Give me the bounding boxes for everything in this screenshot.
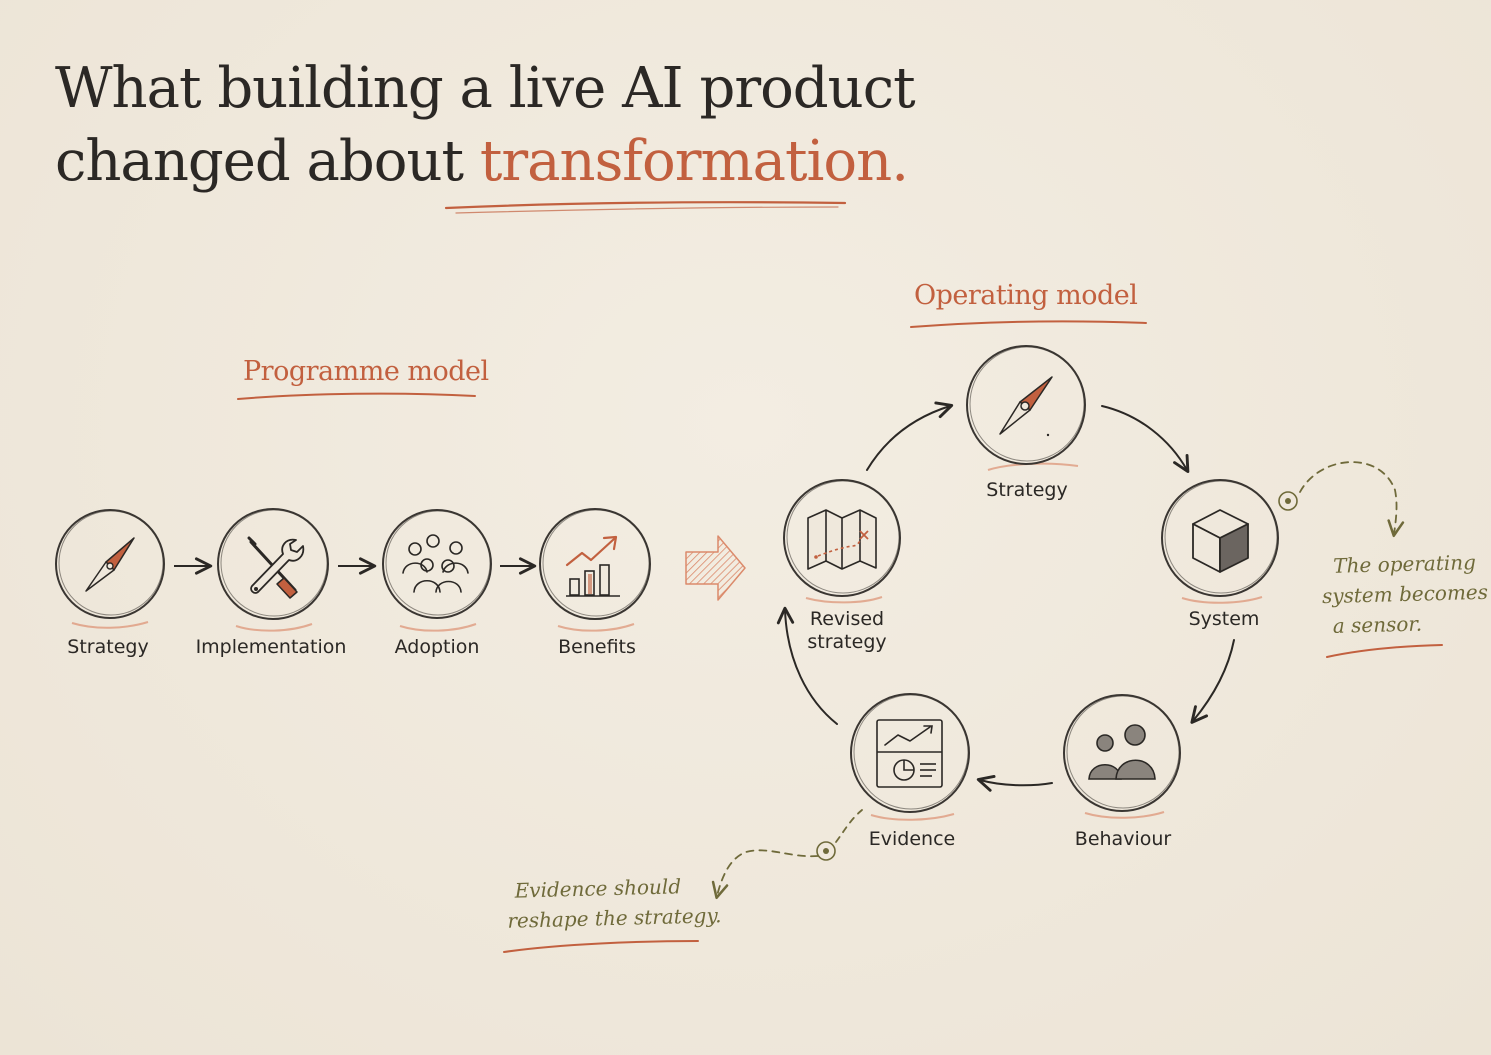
programme-implementation-node bbox=[217, 508, 329, 632]
title-underline bbox=[444, 201, 847, 210]
arrow-revised-to-strategy bbox=[866, 401, 954, 471]
operating-revised-strategy-node bbox=[783, 479, 901, 604]
programme-model-flow bbox=[55, 508, 651, 632]
cube-icon bbox=[1192, 509, 1249, 573]
arrow-behaviour-to-evidence bbox=[976, 775, 1053, 792]
operating-system-label: System bbox=[1188, 608, 1260, 630]
arrow-evidence-to-revised bbox=[776, 606, 838, 725]
compass-icon bbox=[999, 376, 1053, 437]
dashboard-icon bbox=[876, 719, 943, 788]
operating-behaviour-node bbox=[1063, 694, 1181, 819]
operating-model-cycle bbox=[776, 345, 1279, 821]
people-icon bbox=[1088, 724, 1156, 780]
programme-model-underline bbox=[237, 392, 476, 400]
programme-implementation-label: Implementation bbox=[195, 636, 347, 658]
evidence-note-line-1: Evidence should bbox=[514, 874, 682, 903]
evidence-note-connector bbox=[711, 809, 863, 900]
evidence-note-line-2: reshape the strategy. bbox=[507, 903, 722, 933]
page-title: What building a live AI product changed … bbox=[55, 52, 916, 198]
programme-strategy-node bbox=[55, 509, 165, 629]
operating-strategy-node bbox=[966, 345, 1086, 471]
system-note-connector bbox=[1278, 461, 1405, 538]
arrow-strategy-to-system bbox=[1101, 405, 1190, 474]
arrow-system-to-behaviour bbox=[1190, 639, 1235, 724]
system-note-line-3: a sensor. bbox=[1332, 611, 1423, 638]
programme-adoption-label: Adoption bbox=[394, 636, 480, 658]
programme-benefits-label: Benefits bbox=[558, 636, 636, 658]
operating-revised-strategy-label: Revised strategy bbox=[807, 608, 886, 654]
title-line-2-prefix: changed about bbox=[55, 129, 480, 194]
operating-behaviour-label: Behaviour bbox=[1074, 828, 1172, 850]
tools-icon bbox=[247, 536, 305, 599]
title-line-1: What building a live AI product bbox=[55, 56, 916, 121]
compass-icon bbox=[85, 537, 135, 592]
system-note-line-1: The operating bbox=[1332, 550, 1477, 578]
system-note: The operating system becomes a sensor. bbox=[1321, 547, 1489, 641]
operating-strategy-label: Strategy bbox=[986, 479, 1068, 501]
map-icon bbox=[807, 509, 877, 570]
operating-evidence-node bbox=[850, 693, 970, 821]
revised-label-line-1: Revised bbox=[809, 608, 885, 630]
people-group-icon bbox=[402, 534, 469, 593]
system-note-underline bbox=[1326, 644, 1443, 658]
programme-adoption-node bbox=[382, 509, 492, 632]
operating-model-underline bbox=[910, 320, 1147, 328]
revised-label-line-2: strategy bbox=[807, 631, 887, 653]
programme-strategy-label: Strategy bbox=[67, 636, 149, 658]
system-note-line-2: system becomes bbox=[1321, 579, 1489, 609]
operating-system-node bbox=[1161, 479, 1279, 604]
title-accent-word: transformation. bbox=[479, 129, 909, 194]
evidence-note-underline bbox=[503, 940, 699, 953]
evidence-note: Evidence should reshape the strategy. bbox=[506, 870, 722, 936]
operating-model-label: Operating model bbox=[914, 280, 1138, 311]
title-underline-2 bbox=[455, 206, 839, 214]
growth-chart-icon bbox=[565, 535, 620, 597]
programme-model-label: Programme model bbox=[243, 356, 489, 387]
transition-arrow bbox=[685, 535, 746, 601]
programme-benefits-node bbox=[539, 508, 651, 632]
operating-evidence-label: Evidence bbox=[868, 828, 956, 850]
